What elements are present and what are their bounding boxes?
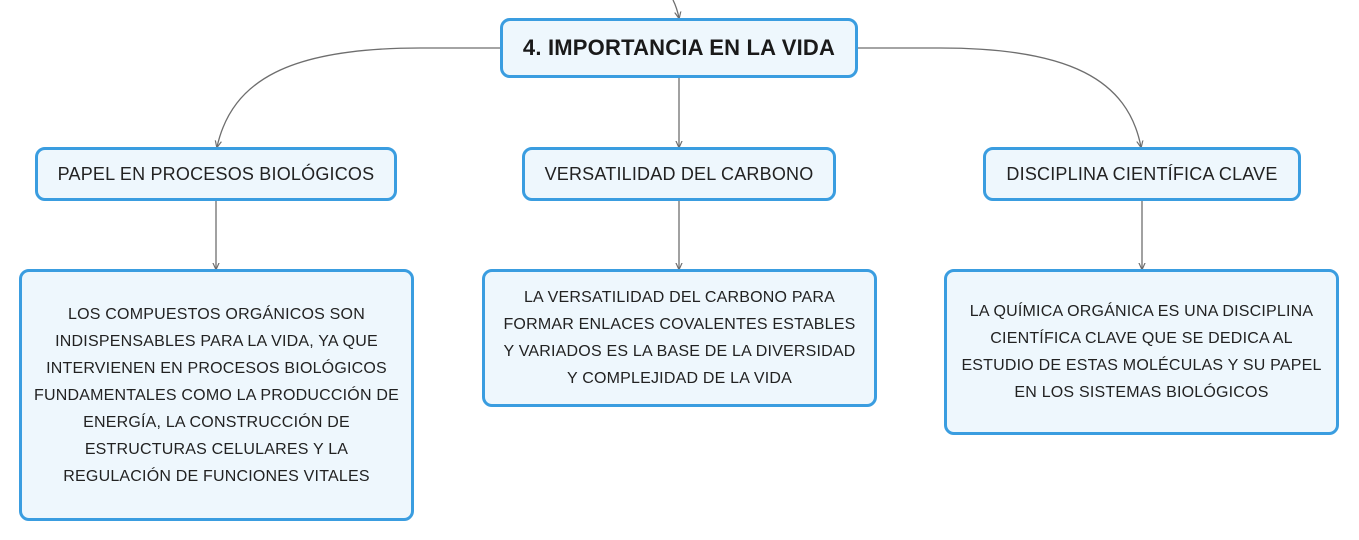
central-topic-label: 4. IMPORTANCIA EN LA VIDA — [522, 35, 836, 60]
detail-text: LA QUÍMICA ORGÁNICA ES UNA DISCIPLINA CI… — [961, 303, 1322, 401]
detail-text: LOS COMPUESTOS ORGÁNICOS SON INDISPENSAB… — [34, 305, 399, 485]
connector-central-to-branch-3 — [858, 47, 1141, 147]
detail-node-key-discipline[interactable]: LA QUÍMICA ORGÁNICA ES UNA DISCIPLINA CI… — [944, 269, 1339, 435]
branch-node-carbon-versatility[interactable]: VERSATILIDAD DEL CARBONO — [522, 147, 836, 201]
branch-node-biological-processes[interactable]: PAPEL EN PROCESOS BIOLÓGICOS — [35, 147, 397, 201]
detail-node-biological-processes[interactable]: LOS COMPUESTOS ORGÁNICOS SON INDISPENSAB… — [19, 269, 414, 521]
branch-label: DISCIPLINA CIENTÍFICA CLAVE — [1006, 163, 1278, 184]
branch-label: PAPEL EN PROCESOS BIOLÓGICOS — [57, 163, 375, 184]
branch-node-key-discipline[interactable]: DISCIPLINA CIENTÍFICA CLAVE — [983, 147, 1301, 201]
central-topic-node[interactable]: 4. IMPORTANCIA EN LA VIDA — [500, 18, 858, 78]
connector-central-to-branch-1 — [217, 47, 500, 147]
connector-from-parent — [672, 0, 679, 18]
branch-label: VERSATILIDAD DEL CARBONO — [544, 163, 814, 184]
detail-text: LA VERSATILIDAD DEL CARBONO PARA FORMAR … — [503, 289, 856, 387]
detail-node-carbon-versatility[interactable]: LA VERSATILIDAD DEL CARBONO PARA FORMAR … — [482, 269, 877, 407]
